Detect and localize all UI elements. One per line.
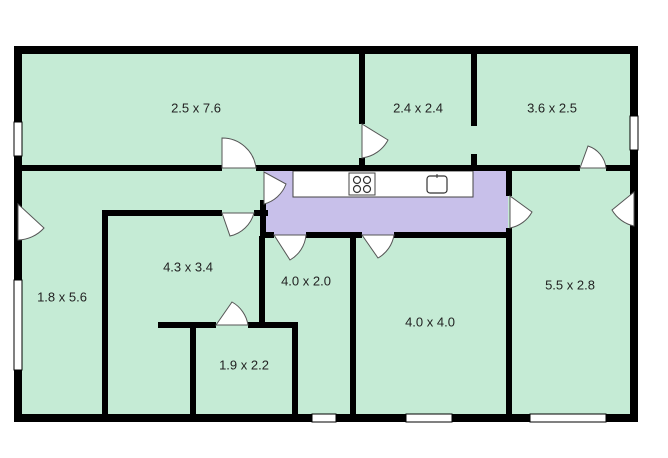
wall-top-divider-2b <box>471 154 477 168</box>
door-room-center-left <box>221 212 255 237</box>
wall-living-bottom <box>22 165 222 171</box>
window-left-lower <box>13 279 23 371</box>
wall-kitchen-bottom-c <box>394 232 510 238</box>
window-right-upper <box>629 115 639 151</box>
wall-room-center-left-top <box>102 210 222 216</box>
outer-wall-top <box>14 46 638 54</box>
doors <box>17 123 635 326</box>
wall-topright-bottom-b <box>606 165 630 171</box>
window-bottom-1 <box>311 413 337 423</box>
wall-kitchen-right <box>506 168 512 196</box>
room-label-center-left: 4.3 x 3.4 <box>163 259 213 274</box>
outer-wall-right <box>630 46 638 422</box>
windows <box>13 115 639 423</box>
wall-kitchen-left <box>260 200 266 238</box>
wall-top-divider-1b <box>359 158 365 168</box>
window-bottom-3 <box>529 413 607 423</box>
wall-right-stub <box>630 168 638 192</box>
sink-icon <box>426 174 448 194</box>
room-label-top-middle: 2.4 x 2.4 <box>393 100 443 115</box>
wall-closet-left <box>190 324 196 420</box>
room-label-living: 2.5 x 7.6 <box>171 100 221 115</box>
door-bottom-middle <box>361 234 395 259</box>
wall-center-divider <box>259 236 265 328</box>
kitchen-fixtures <box>292 170 474 198</box>
wall-center-left-left <box>102 210 108 420</box>
wall-closet-right <box>292 324 298 420</box>
wall-kitchen-bottom-b <box>306 232 362 238</box>
room-label-top-right: 3.6 x 2.5 <box>527 100 577 115</box>
wall-kitchen-top <box>284 165 510 171</box>
wall-top-divider-1 <box>359 54 365 124</box>
room-label-bottom-middle: 4.0 x 4.0 <box>405 314 455 329</box>
room-label-closet: 1.9 x 2.2 <box>219 357 269 372</box>
room-label-hall-left: 1.8 x 5.6 <box>37 289 87 304</box>
door-kitchen-right <box>509 195 533 229</box>
wall-center-right <box>350 236 356 420</box>
door-hall-left <box>17 202 45 241</box>
wall-closet-top <box>158 322 216 328</box>
wall-closet-top-b <box>248 322 298 328</box>
wall-right-room-left <box>506 228 512 420</box>
room-labels: 2.5 x 7.6 2.4 x 2.4 3.6 x 2.5 1.8 x 5.6 … <box>37 100 595 372</box>
door-kitchen-left <box>263 171 287 205</box>
room-label-center: 4.0 x 2.0 <box>281 273 331 288</box>
door-right-room <box>611 190 635 227</box>
stove-icon <box>348 172 376 196</box>
door-top-right <box>579 145 607 169</box>
door-top-middle <box>361 123 389 159</box>
window-left-upper <box>13 121 23 157</box>
door-room-center <box>273 234 307 261</box>
wall-kitchen-bottom <box>264 232 274 238</box>
window-bottom-2 <box>405 413 453 423</box>
door-living <box>221 137 257 169</box>
room-label-right: 5.5 x 2.8 <box>545 277 595 292</box>
wall-living-bottom-b <box>256 165 284 171</box>
wall-topright-bottom <box>508 165 580 171</box>
wall-top-divider-2 <box>471 54 477 126</box>
door-closet <box>215 301 249 326</box>
